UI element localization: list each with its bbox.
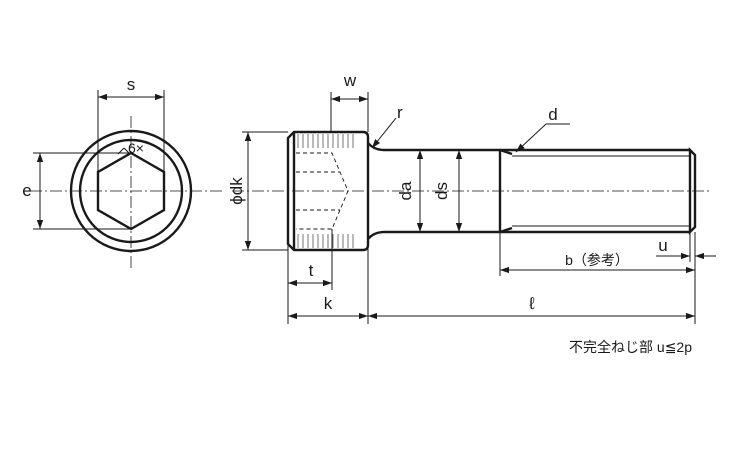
w-label: w xyxy=(343,71,357,90)
hidden-socket xyxy=(296,152,349,230)
end-view: 6× s e xyxy=(22,75,222,268)
neck-fillet-bottom xyxy=(367,230,414,240)
t-label: t xyxy=(309,261,314,280)
u-label: u xyxy=(658,236,667,255)
thread-end-chamfer xyxy=(688,147,697,235)
r-leader xyxy=(371,117,397,149)
head-outer-circle xyxy=(69,129,193,253)
socket-marking: 6× xyxy=(128,140,144,156)
ds-label: ds xyxy=(432,182,451,200)
head-knurl xyxy=(297,134,354,248)
s-label: s xyxy=(127,75,136,94)
side-view: ϕdk w r d da ds b（参考） u t xyxy=(227,71,716,324)
dk-label: ϕdk xyxy=(227,177,246,205)
d-leader xyxy=(515,123,570,153)
l-label: ℓ xyxy=(528,294,535,313)
da-label: da xyxy=(396,181,415,200)
d-label: d xyxy=(548,105,557,124)
e-label: e xyxy=(22,181,31,200)
incomplete-thread-note: 不完全ねじ部 u≦2p xyxy=(569,339,692,355)
socket-circle xyxy=(78,138,184,244)
b-label: b（参考） xyxy=(565,252,629,268)
k-label: k xyxy=(324,294,333,313)
neck-fillet-top xyxy=(367,142,414,152)
r-label: r xyxy=(397,103,403,122)
